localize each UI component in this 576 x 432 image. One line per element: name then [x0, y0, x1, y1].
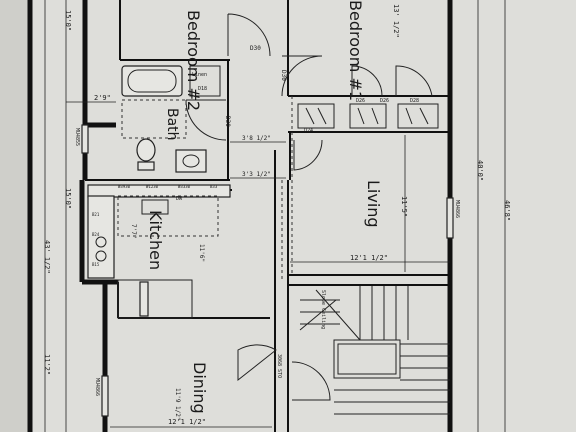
- tag-d28: D28: [410, 98, 419, 104]
- dim-dining-h: 11'9 1/2": [174, 388, 181, 421]
- tag-d18: D18: [198, 86, 207, 92]
- tag-d30-hall: D30: [224, 116, 231, 127]
- sink: [175, 149, 207, 173]
- dim-kitchen-7: 7'7": [130, 224, 137, 238]
- dim-right-40: 40'0": [476, 160, 484, 181]
- tag-window-right: MU4866: [454, 200, 460, 218]
- dim-living-h: 11'5": [400, 196, 408, 217]
- tag-d24: D24: [304, 128, 313, 134]
- tag-d30-top: D30: [250, 45, 261, 52]
- tag-k4: B33: [210, 184, 218, 189]
- room-label-living: Living: [364, 180, 383, 228]
- dimension-lines: [44, 0, 506, 432]
- dim-left-11: 11'2": [43, 354, 51, 375]
- stairs: [299, 286, 450, 415]
- kitchen-cabinets: [87, 184, 231, 319]
- linen-closet: [189, 65, 221, 97]
- room-label-dining: Dining: [190, 362, 209, 414]
- bath-fixtures: [121, 65, 221, 173]
- room-label-bedroom2: Bedroom #2: [184, 10, 203, 111]
- tag-window-dining: MU4866: [94, 378, 100, 396]
- toilet: [136, 138, 156, 162]
- dim-hall-38: 3'8 1/2": [242, 135, 271, 142]
- windows: [81, 124, 454, 417]
- dim-bath-w: 2'9": [94, 94, 111, 102]
- dim-hall-33: 3'3 1/2": [242, 171, 271, 178]
- room-label-bath: Bath: [164, 108, 180, 141]
- tag-k1: W3930: [118, 184, 131, 189]
- tag-k3: W3330: [178, 184, 191, 189]
- room-label-kitchen: Kitchen: [146, 210, 165, 270]
- paper-shadow: [0, 0, 30, 432]
- closet-shelves: [297, 103, 439, 129]
- tag-stair-clearing: Slope Ceiling: [320, 290, 326, 329]
- dim-top-left: 15'0": [64, 10, 72, 31]
- room-label-bedroom1: Bedroom #1: [346, 0, 365, 101]
- dim-dining-w: 12'1 1/2": [168, 418, 206, 426]
- dim-left-15: 15'0": [64, 188, 72, 209]
- dim-right-46: 46'8": [503, 200, 511, 221]
- tag-k5: B21: [92, 212, 100, 217]
- bathtub: [121, 65, 183, 97]
- tag-d30-side: D30: [280, 70, 287, 81]
- tag-d26-a: D26: [356, 98, 365, 104]
- tag-k6: B24: [92, 232, 100, 237]
- dim-left-total: 43' 1/2": [43, 240, 51, 274]
- tag-door-dining: 3068 STO: [276, 354, 282, 378]
- dim-living-w: 12'1 1/2": [350, 254, 388, 262]
- dim-top-mid: 13' 1/2": [392, 4, 400, 38]
- tag-window-left: MU4855: [74, 128, 80, 146]
- doors: [185, 13, 433, 401]
- tag-d26-b: D26: [380, 98, 389, 104]
- tag-dw: DW: [176, 196, 183, 202]
- kitchen-island: [117, 279, 193, 319]
- dim-kitchen-11: 11'6": [198, 244, 205, 262]
- tag-linen: Linen: [192, 72, 207, 78]
- tag-k7: B15: [92, 262, 100, 267]
- tag-k2: W1230: [146, 184, 159, 189]
